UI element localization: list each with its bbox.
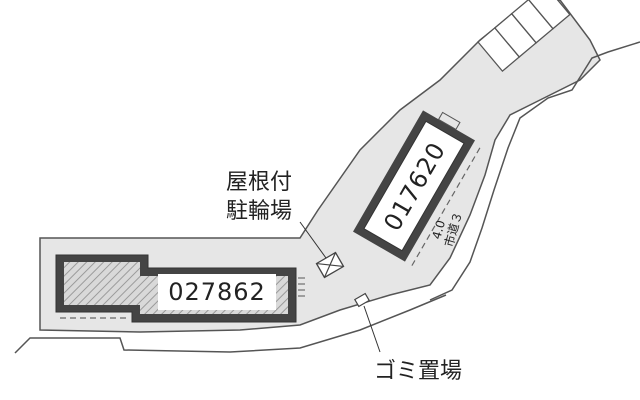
parking-stalls xyxy=(477,0,571,73)
road-width-label: 4.0 xyxy=(429,219,448,241)
building-west-number: 027862 xyxy=(168,278,266,306)
road-bottom xyxy=(14,294,447,354)
bicycle-parking-label-line2: 駐輪場 xyxy=(226,199,292,224)
garbage-area-symbol xyxy=(353,292,371,308)
bicycle-parking-symbol xyxy=(315,251,345,279)
bicycle-parking-label-line1: 屋根付 xyxy=(226,170,292,195)
garbage-area-label: ゴミ置場 xyxy=(374,359,462,384)
bicycle-parking-leader xyxy=(299,221,327,259)
garbage-area-leader xyxy=(363,305,381,353)
building-west: 027862 xyxy=(55,254,305,323)
road-edge-right xyxy=(429,41,640,301)
lot-area xyxy=(39,0,601,333)
